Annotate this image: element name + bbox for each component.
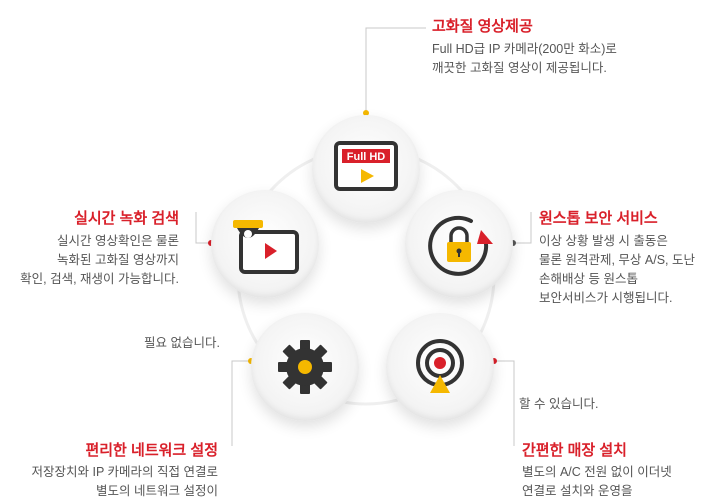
onestop-title: 원스톱 보안 서비스	[539, 210, 658, 227]
onestop-desc-2: 물론 원격관제, 무상 A/S, 도난	[539, 253, 695, 267]
network-desc-1: 저장장치와 IP 카메라의 직접 연결로	[31, 465, 218, 479]
target-signal-icon	[416, 339, 464, 393]
hd-title: 고화질 영상제공	[432, 18, 533, 35]
realtime-desc-3: 확인, 검색, 재생이 가능합니다.	[20, 272, 179, 286]
hd-desc-2: 깨끗한 고화질 영상이 제공됩니다.	[432, 61, 607, 75]
realtime-title: 실시간 녹화 검색	[74, 210, 179, 227]
network-title: 편리한 네트워크 설정	[85, 442, 218, 459]
install-desc-2: 연결로 설치와 운영을	[522, 484, 633, 498]
onestop-circle	[405, 190, 513, 298]
onestop-desc-4: 보안서비스가 시행됩니다.	[539, 291, 673, 305]
full-hd-monitor-icon: Full HD	[334, 141, 398, 191]
gear-icon	[278, 340, 332, 394]
install-circle	[386, 313, 494, 421]
realtime-desc-1: 실시간 영상확인은 물론	[57, 234, 179, 248]
full-hd-badge: Full HD	[347, 151, 386, 163]
cctv-camera-monitor-icon	[233, 220, 299, 274]
network-extra: 필요 없습니다.	[144, 336, 220, 350]
realtime-circle	[211, 190, 319, 298]
hd-desc-1: Full HD급 IP 카메라(200만 화소)로	[432, 42, 617, 56]
hd-circle: Full HD	[312, 115, 420, 223]
install-desc-1: 별도의 A/C 전원 없이 이더넷	[522, 465, 672, 479]
onestop-desc-3: 손해배상 등 원스톱	[539, 272, 638, 286]
install-extra: 할 수 있습니다.	[519, 397, 599, 411]
install-title: 간편한 매장 설치	[522, 442, 627, 459]
realtime-desc-2: 녹화된 고화질 영상까지	[57, 253, 179, 267]
lock-refresh-icon	[428, 215, 493, 276]
onestop-desc-1: 이상 상황 발생 시 출동은	[539, 234, 668, 248]
network-circle	[251, 313, 359, 421]
network-desc-2: 별도의 네트워크 설정이	[96, 484, 218, 498]
